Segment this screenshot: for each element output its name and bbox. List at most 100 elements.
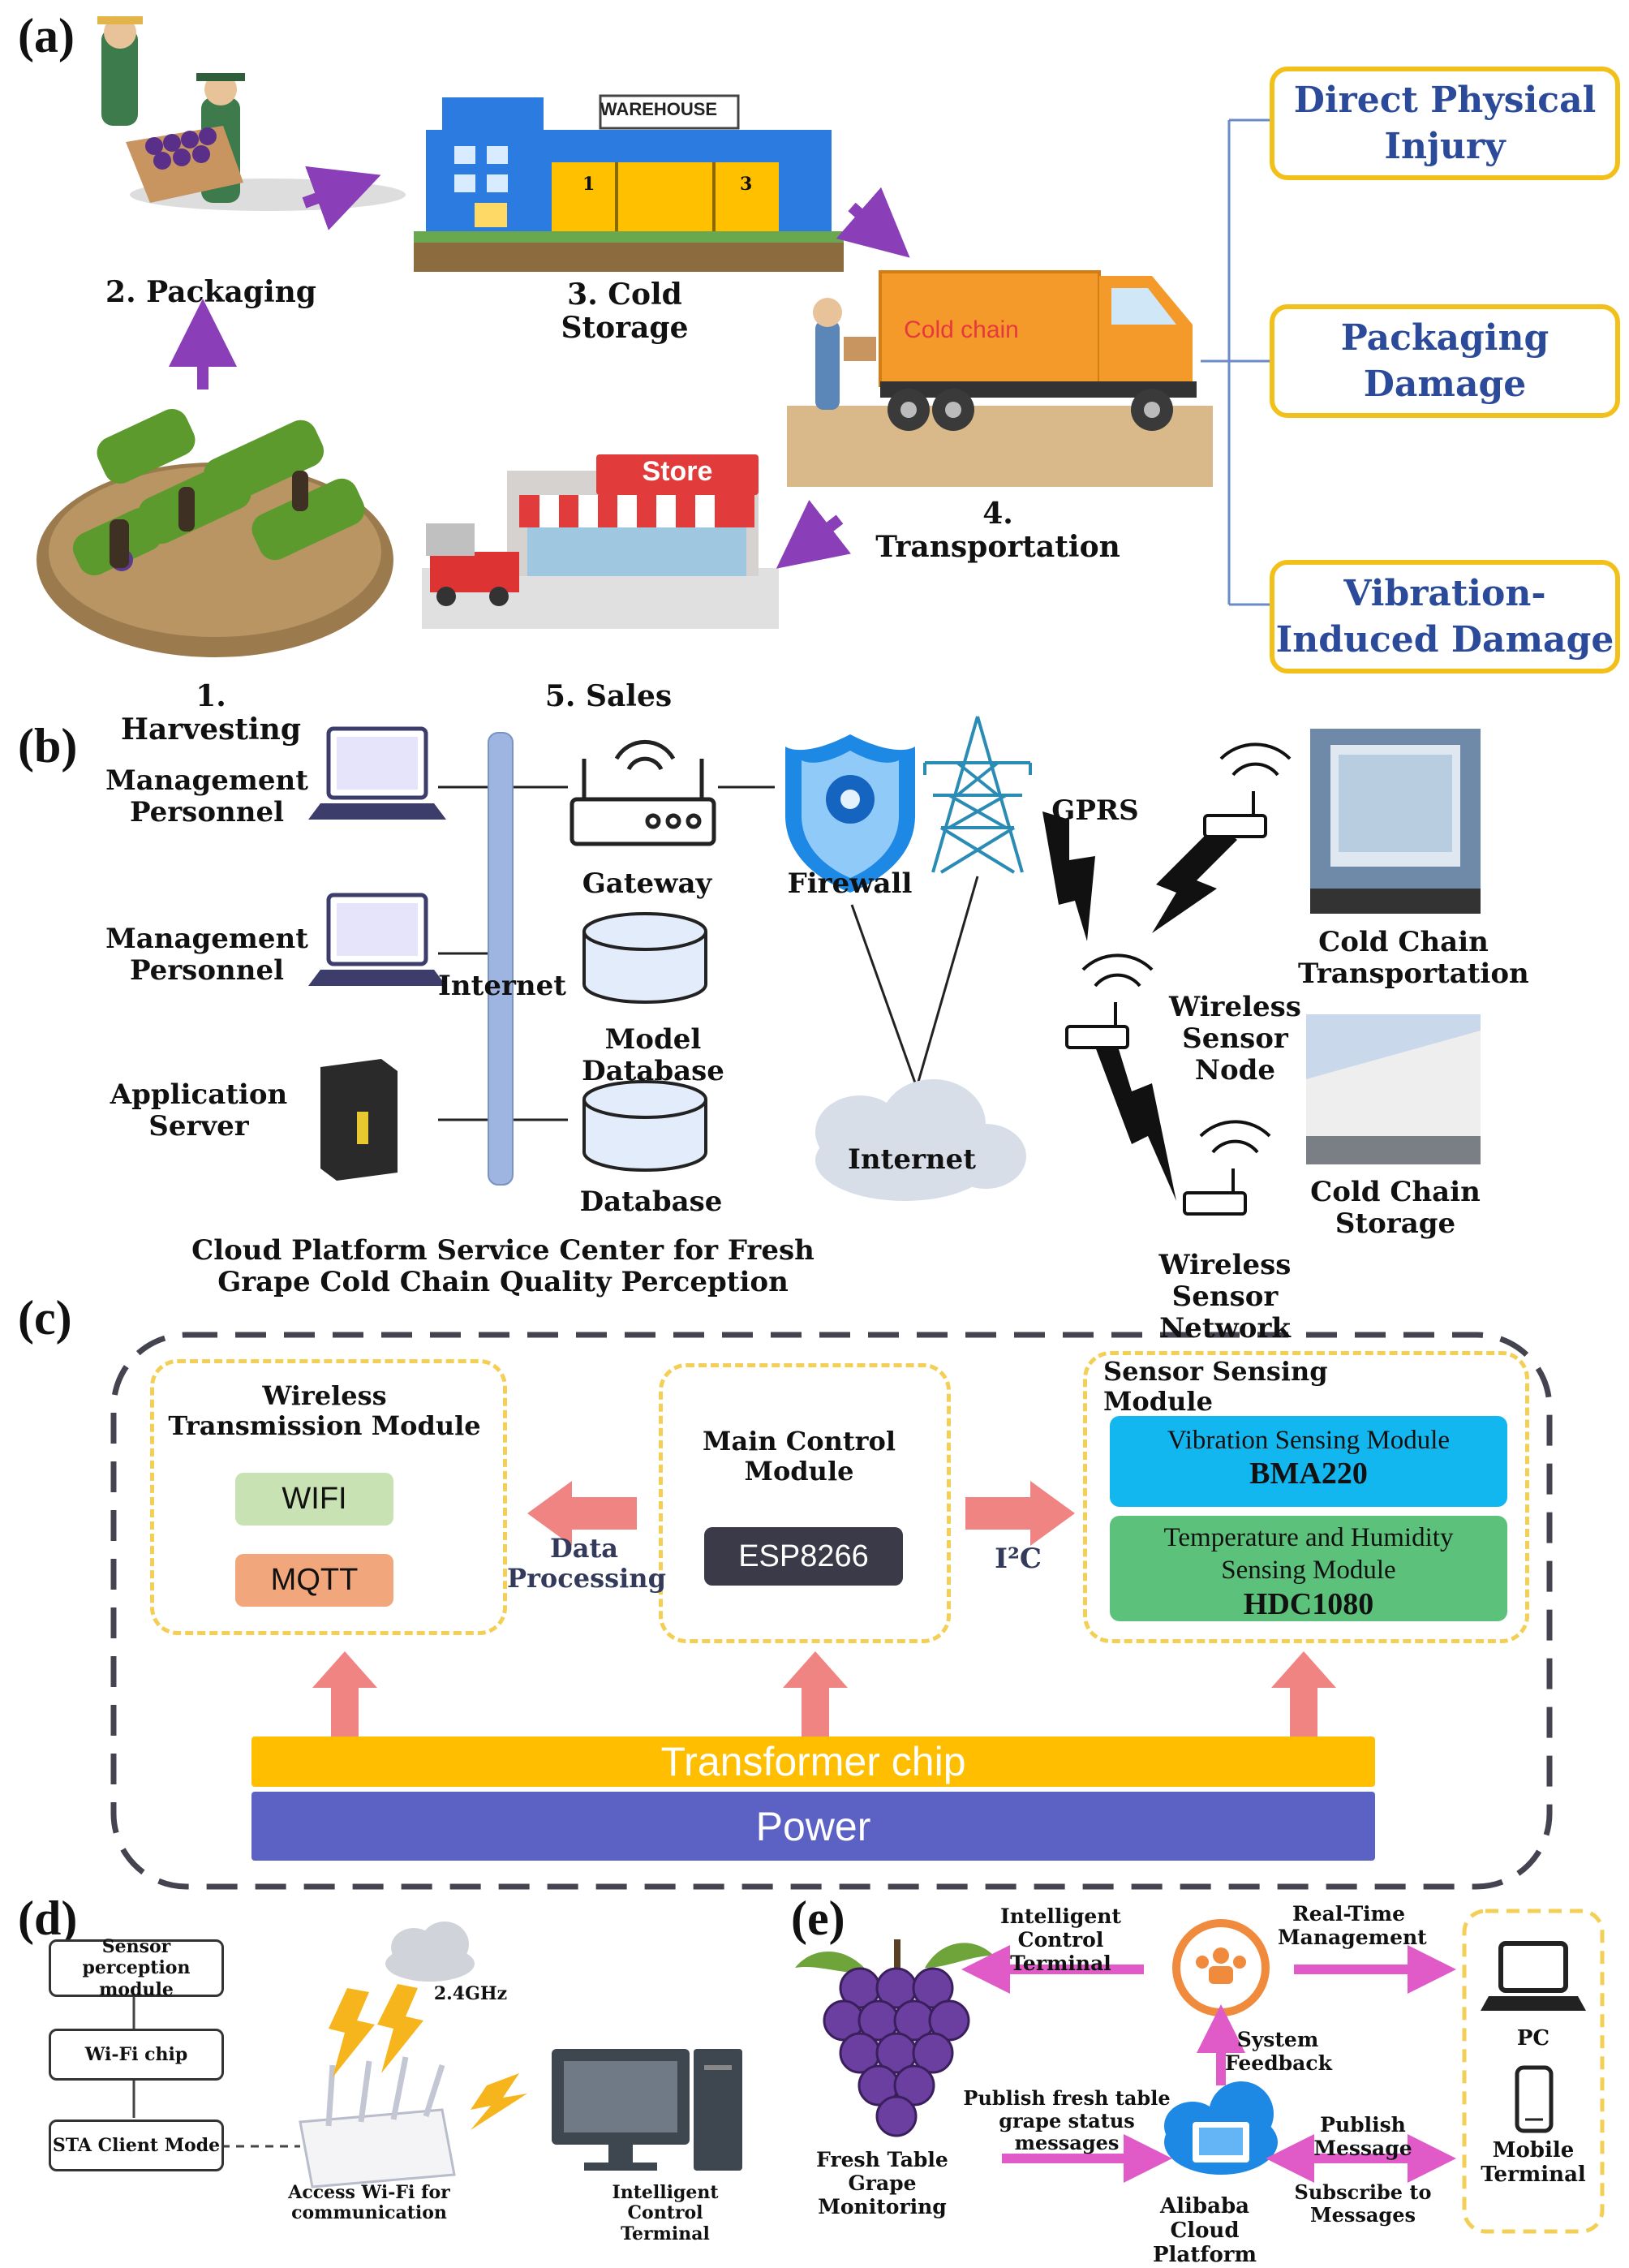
warehouse-sign: WAREHOUSE — [600, 99, 718, 119]
tower-icon — [923, 716, 1032, 874]
client-management-1: Management Personnel — [105, 764, 308, 829]
sensor-perception-box: Sensor perception module — [49, 1936, 224, 2000]
step-packaging: 2. Packaging — [105, 275, 316, 309]
sensor-node-icon — [1065, 953, 1154, 1049]
transformer-chip-bar: Transformer chip — [251, 1737, 1375, 1787]
warehouse-door-label: 3 — [740, 174, 753, 195]
gprs-link-icon — [1042, 811, 1237, 1201]
cold-chain-storage-label: Cold Chain Storage — [1310, 1176, 1481, 1241]
step-transportation: 4. Transportation — [875, 497, 1120, 565]
sensor-module-frame — [1083, 1351, 1529, 1643]
temp-humidity-sensor-part: HDC1080 — [1243, 1587, 1374, 1622]
damage-vibration-induced: Vibration-Induced Damage — [1270, 560, 1620, 674]
mqtt-block: MQTT — [235, 1554, 393, 1607]
laptop-icon — [308, 726, 446, 820]
database-icon — [582, 912, 707, 1004]
internet-bus — [488, 732, 514, 1186]
small-cloud-icon — [385, 1922, 475, 1982]
laptop-icon — [308, 893, 446, 986]
panel-e-label: (e) — [791, 1891, 845, 1945]
vineyard-illustration — [37, 409, 393, 657]
gateway-label: Gateway — [582, 867, 712, 900]
network-graphics — [308, 716, 1481, 1216]
step-sales: 5. Sales — [544, 679, 673, 713]
publish-message-label: Publish Message — [1313, 2113, 1412, 2160]
damage-direct-physical-injury: Direct Physical Injury — [1270, 67, 1620, 180]
store-sign: Store — [642, 456, 713, 487]
packaging-illustration — [97, 16, 406, 211]
client-application-server: Application Server — [110, 1078, 288, 1143]
client-management-2: Management Personnel — [105, 923, 308, 988]
wireless-sensor-node-label: Wireless Sensor Node — [1169, 991, 1301, 1087]
sensor-node-icon — [1203, 742, 1292, 838]
sta-client-mode-box: STA Client Mode — [49, 2120, 224, 2171]
database-icon — [582, 1080, 707, 1172]
intelligent-control-label: Intelligent Control Terminal — [1000, 1904, 1121, 1975]
wifi-block: WIFI — [235, 1473, 393, 1526]
vibration-sensor-name: Vibration Sensing Module — [1167, 1426, 1451, 1455]
publish-status-label: Publish fresh table grape status message… — [963, 2086, 1171, 2155]
damage-bracket — [1201, 118, 1270, 606]
temp-humidity-sensor-name: Temperature and Humidity Sensing Module — [1163, 1523, 1454, 1585]
vibration-sensor-part: BMA220 — [1249, 1457, 1368, 1491]
router-icon — [299, 2056, 456, 2188]
temp-humidity-sensor-block: Temperature and Humidity Sensing Module … — [1110, 1516, 1507, 1621]
terminals-frame — [1462, 1909, 1605, 2234]
subscribe-label: Subscribe to Messages — [1294, 2180, 1432, 2227]
internet-cloud-icon — [815, 1079, 1026, 1201]
internet-cloud-label: Internet — [848, 1143, 976, 1176]
warehouse-door-label: 1 — [582, 174, 595, 195]
cloud-platform-icon — [1164, 2081, 1278, 2175]
truck-illustration — [787, 270, 1213, 487]
database-label: Database — [579, 1186, 723, 1218]
terminal-label: Intelligent Control Terminal — [612, 2182, 719, 2244]
frequency-label: 2.4GHz — [433, 1983, 508, 2004]
step-harvesting: 1. Harvesting — [120, 679, 302, 747]
step-cold-storage: 3. Cold Storage — [561, 278, 689, 346]
vibration-sensor-block: Vibration Sensing Module BMA220 — [1110, 1416, 1507, 1507]
module-arrows — [312, 1481, 1336, 1737]
store-illustration — [422, 454, 779, 629]
main-control-title: Main Control Module — [703, 1426, 896, 1487]
cold-chain-storage-photo — [1306, 1014, 1481, 1164]
router-label: Access Wi-Fi for communication — [288, 2182, 450, 2224]
panel-d-label: (d) — [18, 1891, 78, 1945]
gateway-icon — [570, 739, 716, 846]
wifi-chip-box: Wi-Fi chip — [49, 2029, 224, 2081]
i2c-label: I²C — [995, 1543, 1042, 1575]
wireless-module-title: Wireless Transmission Module — [168, 1380, 481, 1441]
gprs-label: GPRS — [1051, 794, 1139, 827]
pc-label: PC — [1516, 2026, 1550, 2051]
truck-label: Cold chain — [904, 316, 1019, 343]
flow-arrows — [169, 166, 910, 569]
wifi-lines — [132, 1992, 300, 2148]
cloud-platform-label: Alibaba Cloud Platform — [1152, 2194, 1257, 2267]
grape-monitoring-label: Fresh Table Grape Monitoring — [816, 2148, 948, 2219]
cloud-platform-caption: Cloud Platform Service Center for Fresh … — [191, 1234, 814, 1299]
computer-icon — [552, 2049, 742, 2171]
realtime-label: Real-Time Management — [1278, 1902, 1427, 1949]
model-database-label: Model Database — [582, 1023, 724, 1088]
wireless-sensor-network-label: Wireless Sensor Network — [1158, 1249, 1292, 1345]
panel-b-label: (b) — [18, 719, 78, 772]
damage-packaging: Packaging Damage — [1270, 304, 1620, 418]
system-feedback-label: System Feedback — [1225, 2028, 1332, 2075]
hardware-frame — [110, 1332, 1553, 1890]
server-icon — [320, 1059, 398, 1181]
warehouse-illustration — [414, 94, 844, 272]
panel-c-label: (c) — [18, 1291, 72, 1345]
mobile-icon — [1515, 2065, 1554, 2133]
management-hub-icon — [1172, 1919, 1270, 2016]
main-control-frame — [659, 1363, 951, 1643]
message-arrows — [961, 1945, 1456, 2183]
cold-chain-transportation-label: Cold Chain Transportation — [1298, 926, 1529, 991]
wireless-module-frame — [150, 1359, 507, 1635]
data-processing-label: Data Processing — [507, 1533, 666, 1594]
panel-a-label: (a) — [18, 9, 75, 62]
firewall-icon — [785, 734, 915, 893]
sensor-module-title: Sensor Sensing Module — [1103, 1356, 1328, 1417]
grape-icon — [795, 1939, 994, 2137]
cold-chain-truck-photo — [1310, 729, 1481, 914]
mobile-terminal-label: Mobile Terminal — [1481, 2138, 1586, 2187]
